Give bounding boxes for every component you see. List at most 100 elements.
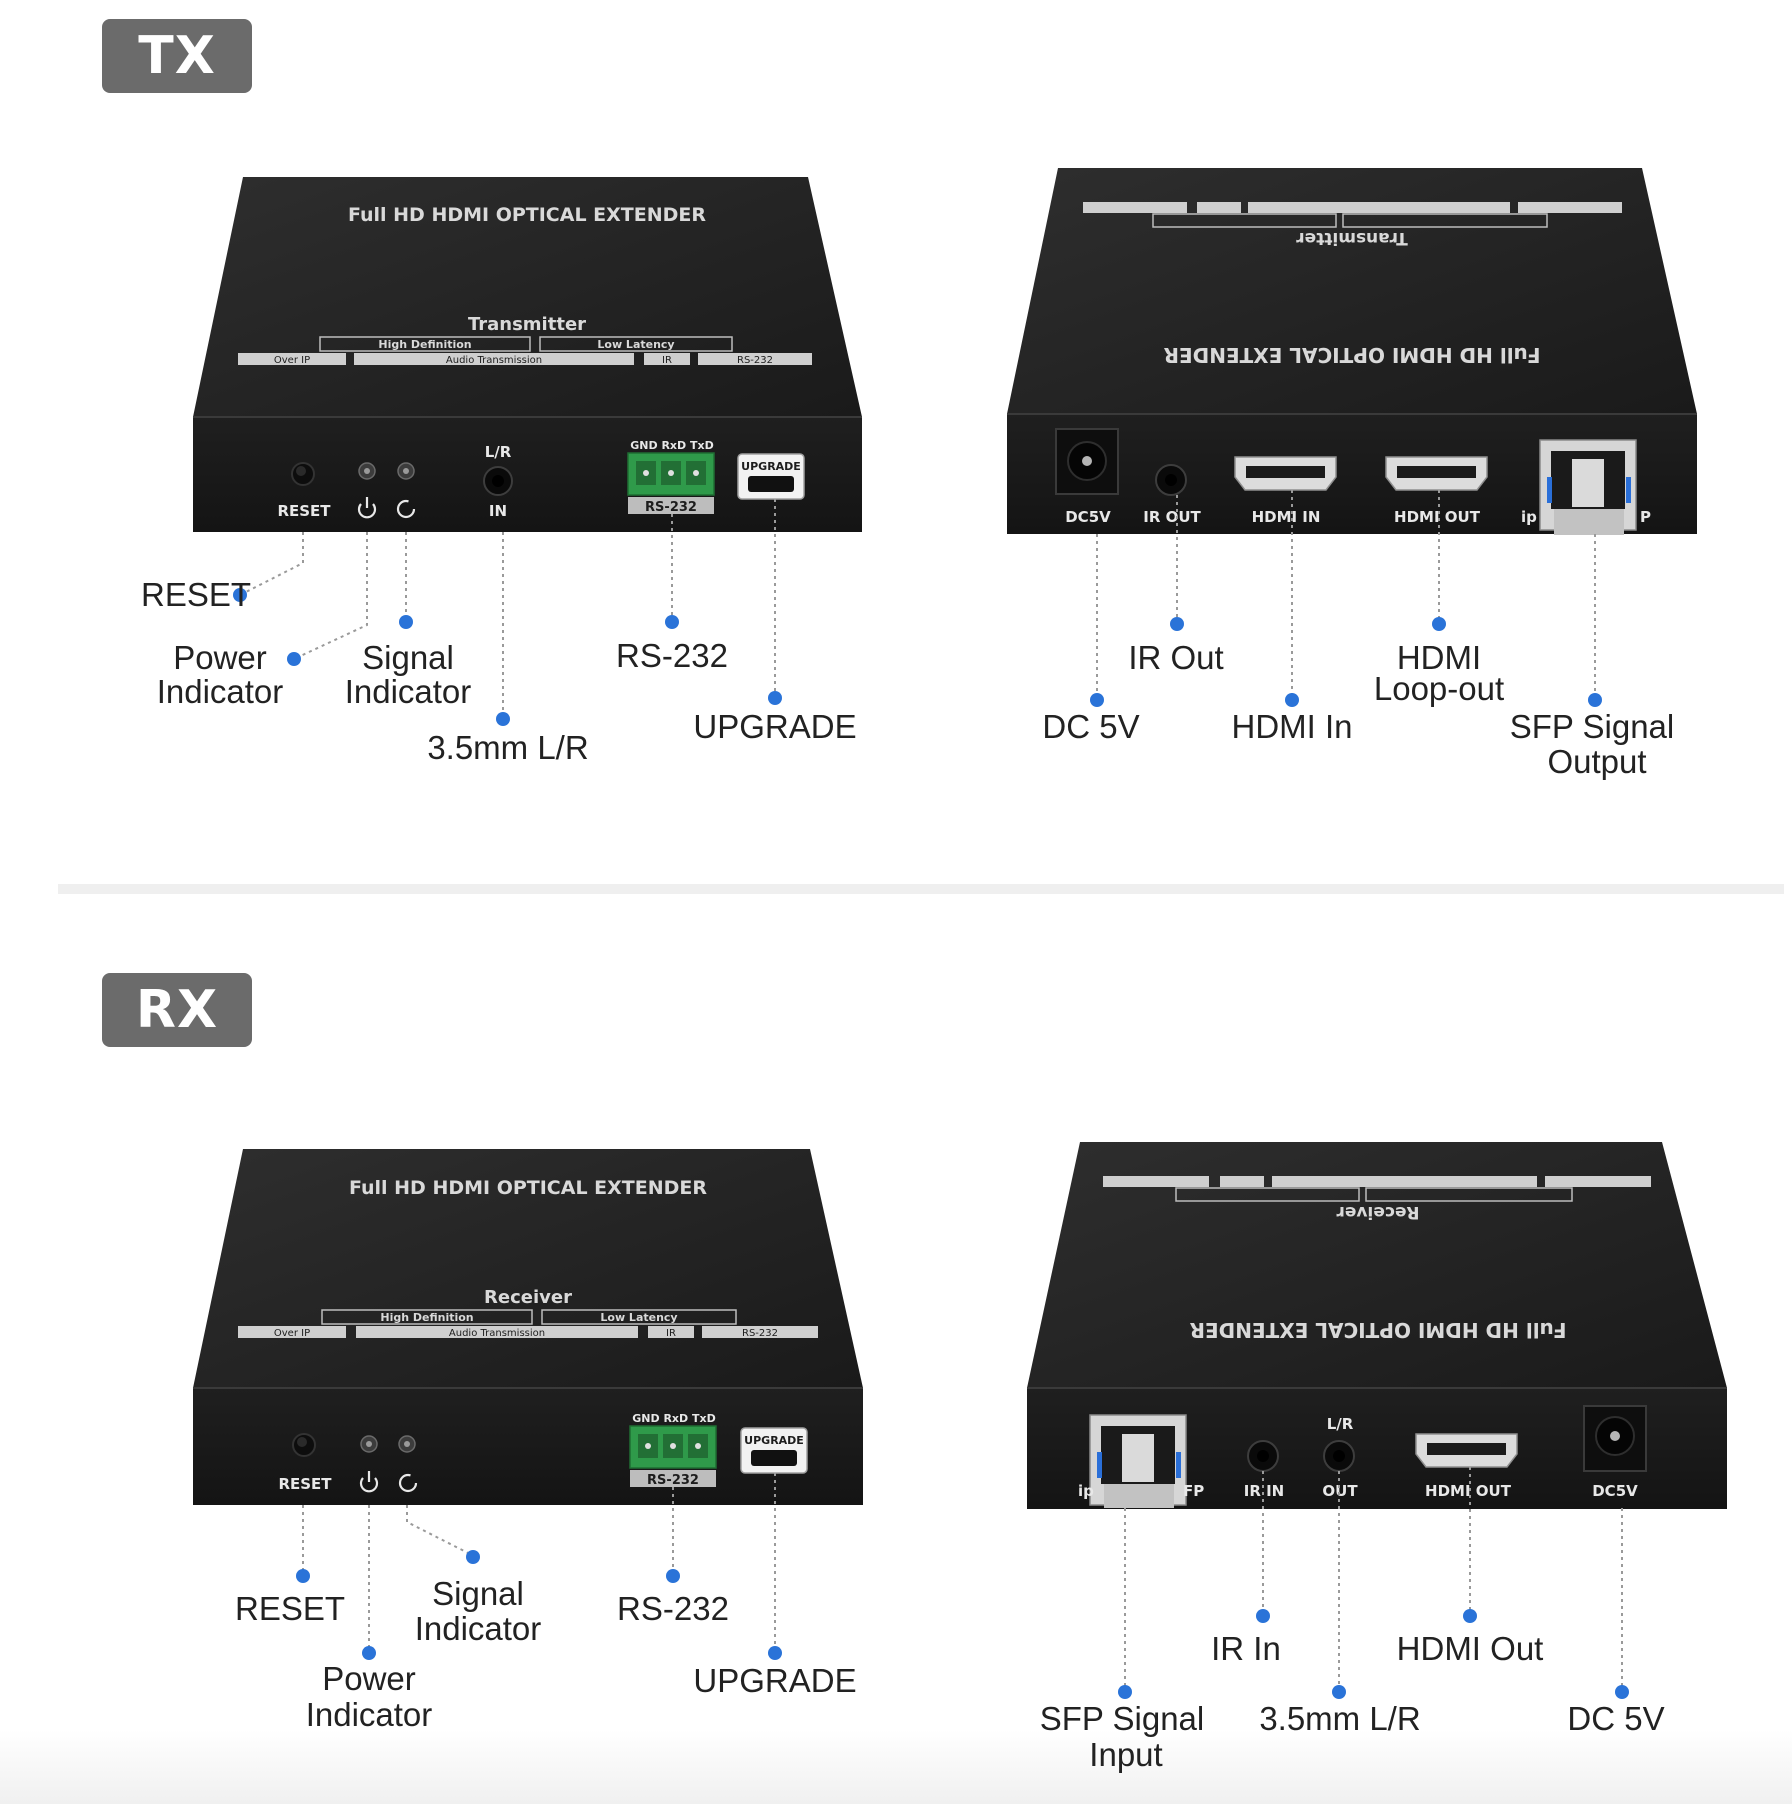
svg-text:Audio Transmission: Audio Transmission <box>449 1328 545 1339</box>
rx-rear-top-subtitle: Receiver <box>1336 1202 1420 1222</box>
tx-dc-jack <box>1055 428 1119 495</box>
rx-signal-dot <box>466 1550 480 1564</box>
bottom-fade <box>0 1730 1792 1804</box>
tx-dc-panel-label: DC5V <box>1065 508 1111 526</box>
rx-sfp-module <box>1089 1414 1187 1508</box>
tx-ir-callout: IR Out <box>1128 639 1223 676</box>
tx-rear-callouts: DC 5V IR Out HDMI In HDMI Loop-out SFP S… <box>1042 490 1674 780</box>
tx-sfp-panel-label: ip <box>1521 508 1537 526</box>
tx-rear-top-subtitle: Transmitter <box>1296 228 1408 248</box>
rx-out-panel-label: OUT <box>1322 1482 1358 1500</box>
tx-power-dot <box>287 652 301 666</box>
rx-rear-callouts: SFP Signal Input IR In 3.5mm L/R HDMI Ou… <box>1040 1467 1665 1773</box>
tx-rs232-callout: RS-232 <box>616 637 728 674</box>
tx-reset-button <box>291 462 315 486</box>
rx-reset-callout: RESET <box>235 1590 345 1627</box>
tx-hdmi-in-port <box>1234 456 1337 491</box>
rx-audio-dot <box>1332 1685 1346 1699</box>
rx-signal-led <box>398 1435 416 1453</box>
tx-badge: TX <box>102 19 252 93</box>
rx-reset-panel-label: RESET <box>278 1475 332 1493</box>
rx-sfp-panel-label: ip <box>1078 1482 1094 1500</box>
rx-gnd-label: GND RxD TxD <box>632 1412 715 1425</box>
tx-hdmi-in-panel-label: HDMI IN <box>1252 508 1321 526</box>
rx-hdmi-out-dot <box>1463 1609 1477 1623</box>
rx-front-top-title: Full HD HDMI OPTICAL EXTENDER <box>349 1177 707 1199</box>
rx-upgrade-port <box>740 1427 808 1474</box>
tx-sfp-module <box>1539 439 1637 535</box>
rx-upgrade-panel-label: UPGRADE <box>744 1434 804 1447</box>
tx-sfp-dot <box>1588 693 1602 707</box>
tx-hdmi-loop-callout-2: Loop-out <box>1374 670 1504 707</box>
rx-upgrade-callout: UPGRADE <box>693 1662 856 1699</box>
rx-audio-callout: 3.5mm L/R <box>1259 1700 1420 1737</box>
rx-audio-jack <box>1323 1440 1355 1472</box>
tx-upgrade-dot <box>768 691 782 705</box>
tx-upgrade-panel-label: UPGRADE <box>741 460 801 473</box>
tx-hdmi-loop-dot <box>1432 617 1446 631</box>
tx-reset-panel-label: RESET <box>277 502 331 520</box>
svg-text:High Definition: High Definition <box>378 338 471 351</box>
signal-symbol-icon <box>398 1473 418 1493</box>
rx-front-callouts: RESET Power Indicator Signal Indicator R… <box>235 1473 857 1733</box>
rx-upgrade-dot <box>768 1646 782 1660</box>
tx-ir-dot <box>1170 617 1184 631</box>
svg-text:Low Latency: Low Latency <box>600 1311 677 1324</box>
power-symbol-icon <box>359 1471 379 1493</box>
tx-upgrade-callout: UPGRADE <box>693 708 856 745</box>
tx-reset-dot <box>233 588 247 602</box>
rx-power-dot <box>362 1646 376 1660</box>
tx-hdmi-out-port <box>1385 456 1488 491</box>
rx-sfp-callout-2: Input <box>1089 1736 1162 1773</box>
svg-text:RS-232: RS-232 <box>742 1328 778 1339</box>
tx-rear-device: Full HD HDMI OPTICAL EXTENDER Transmitte… <box>1007 168 1697 535</box>
rx-badge: RX <box>102 973 252 1047</box>
rx-rs232-terminal <box>629 1425 717 1487</box>
rx-rs232-dot <box>666 1569 680 1583</box>
rx-front-top-subtitle: Receiver <box>484 1287 572 1308</box>
power-symbol-icon <box>357 497 377 519</box>
tx-signal-callout-2: Indicator <box>345 673 472 710</box>
tx-signal-led <box>397 462 415 480</box>
tx-ir-panel-label: IR OUT <box>1143 508 1201 526</box>
svg-text:Audio Transmission: Audio Transmission <box>446 355 542 366</box>
tx-signal-callout-1: Signal <box>362 639 454 676</box>
tx-lr-panel-label: L/R <box>485 443 512 461</box>
tx-rs232-terminal <box>627 452 715 514</box>
rx-dc-callout: DC 5V <box>1567 1700 1664 1737</box>
tx-front-top-tags: High Definition Low Latency Over IP Audi… <box>238 336 812 366</box>
tx-audio-dot <box>496 712 510 726</box>
tx-signal-dot <box>399 615 413 629</box>
svg-text:IR: IR <box>666 1328 676 1339</box>
rx-sfp-dot <box>1118 1685 1132 1699</box>
tx-power-callout-2: Indicator <box>157 673 284 710</box>
tx-gnd-label: GND RxD TxD <box>630 439 713 452</box>
rx-dc-jack <box>1583 1405 1647 1472</box>
rx-rear-device: Full HD HDMI OPTICAL EXTENDER Receiver i… <box>1027 1142 1727 1509</box>
rx-hdmi-out-port <box>1415 1433 1518 1468</box>
tx-upgrade-port <box>737 453 805 500</box>
rx-rs232-panel-label: RS-232 <box>647 1473 699 1488</box>
section-divider <box>58 884 1784 894</box>
tx-rs232-panel-label: RS-232 <box>645 500 697 515</box>
rx-power-callout-1: Power <box>322 1660 416 1697</box>
tx-sfp-panel-label-2: P <box>1640 508 1651 526</box>
tx-in-panel-label: IN <box>489 502 507 520</box>
rx-hdmi-out-callout: HDMI Out <box>1397 1630 1544 1667</box>
svg-text:High Definition: High Definition <box>380 1311 473 1324</box>
svg-text:Low Latency: Low Latency <box>597 338 674 351</box>
svg-text:Over IP: Over IP <box>274 1328 310 1339</box>
tx-hdmi-loop-callout-1: HDMI <box>1397 639 1481 676</box>
rx-rear-top-tags <box>1103 1176 1651 1202</box>
rx-rs232-callout: RS-232 <box>617 1590 729 1627</box>
rx-ir-jack <box>1247 1440 1279 1472</box>
rx-front-device: Full HD HDMI OPTICAL EXTENDER Receiver H… <box>193 1149 863 1505</box>
rx-sfp-panel-label-2: FP <box>1183 1482 1204 1500</box>
svg-text:RS-232: RS-232 <box>737 355 773 366</box>
rx-signal-callout-2: Indicator <box>415 1610 542 1647</box>
rx-power-led <box>360 1435 378 1453</box>
tx-rs232-dot <box>665 615 679 629</box>
rx-power-callout-2: Indicator <box>306 1696 433 1733</box>
svg-text:IR: IR <box>662 355 672 366</box>
